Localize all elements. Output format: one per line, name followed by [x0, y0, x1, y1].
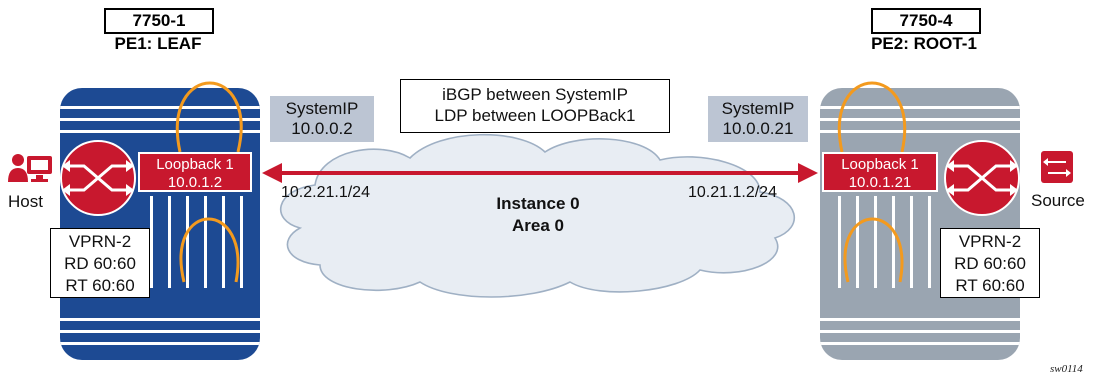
left-loopback-box: Loopback 1 10.0.1.2 — [138, 152, 252, 192]
protocol-line-2: LDP between LOOPBack1 — [434, 106, 636, 125]
cloud-area: Area 0 — [512, 216, 564, 235]
protocol-note: iBGP between SystemIP LDP between LOOPBa… — [400, 79, 670, 133]
host-icon — [8, 154, 52, 182]
cloud-shape — [279, 133, 796, 298]
protocol-line-1: iBGP between SystemIP — [442, 85, 628, 104]
left-router-icon — [60, 140, 136, 216]
right-loopback-box: Loopback 1 10.0.1.21 — [822, 152, 938, 192]
right-vprn-name: VPRN-2 — [958, 232, 1022, 251]
left-device-id: 7750-1 — [104, 8, 214, 34]
left-link-ip: 10.2.21.1/24 — [281, 184, 370, 201]
link-arrow — [262, 163, 818, 183]
left-system-ip-box: SystemIP 10.0.0.2 — [270, 96, 374, 142]
right-system-ip-value: 10.0.0.21 — [722, 119, 794, 138]
cloud-instance: Instance 0 — [496, 194, 580, 213]
right-system-ip-box: SystemIP 10.0.0.21 — [708, 96, 808, 142]
left-router-chassis — [60, 88, 260, 360]
left-vprn-rd: RD 60:60 — [64, 254, 136, 273]
left-vprn-name: VPRN-2 — [68, 232, 132, 251]
source-icon — [1041, 151, 1073, 183]
left-system-ip-value: 10.0.0.2 — [291, 119, 353, 138]
left-bottom-loop — [179, 217, 240, 283]
left-loopback-label: Loopback 1 — [156, 156, 234, 173]
left-vprn-rt: RT 60:60 — [65, 276, 135, 295]
right-loopback-ip: 10.0.1.21 — [848, 174, 912, 191]
right-device-role: PE2: ROOT-1 — [871, 34, 977, 53]
right-vprn-rd: RD 60:60 — [954, 254, 1026, 273]
left-system-ip-label: SystemIP — [285, 99, 359, 118]
figure-id: sw0114 — [1050, 363, 1083, 375]
right-loopback-label: Loopback 1 — [841, 156, 919, 173]
cloud-label: Instance 0 Area 0 — [458, 193, 618, 237]
right-top-loop — [838, 81, 906, 153]
right-bottom-loop — [843, 217, 904, 283]
right-router-icon — [944, 140, 1020, 216]
left-device-role: PE1: LEAF — [114, 34, 202, 53]
right-router-chassis — [820, 88, 1020, 360]
right-system-ip-label: SystemIP — [721, 99, 795, 118]
left-vprn-box: VPRN-2 RD 60:60 RT 60:60 — [50, 228, 150, 298]
left-loopback-ip: 10.0.1.2 — [167, 174, 223, 191]
left-top-loop — [176, 81, 243, 153]
right-link-ip: 10.21.1.2/24 — [688, 184, 777, 201]
right-vprn-box: VPRN-2 RD 60:60 RT 60:60 — [940, 228, 1040, 298]
source-label: Source — [1031, 191, 1085, 210]
right-vprn-rt: RT 60:60 — [955, 276, 1025, 295]
right-device-id: 7750-4 — [871, 8, 981, 34]
host-label: Host — [8, 192, 43, 211]
